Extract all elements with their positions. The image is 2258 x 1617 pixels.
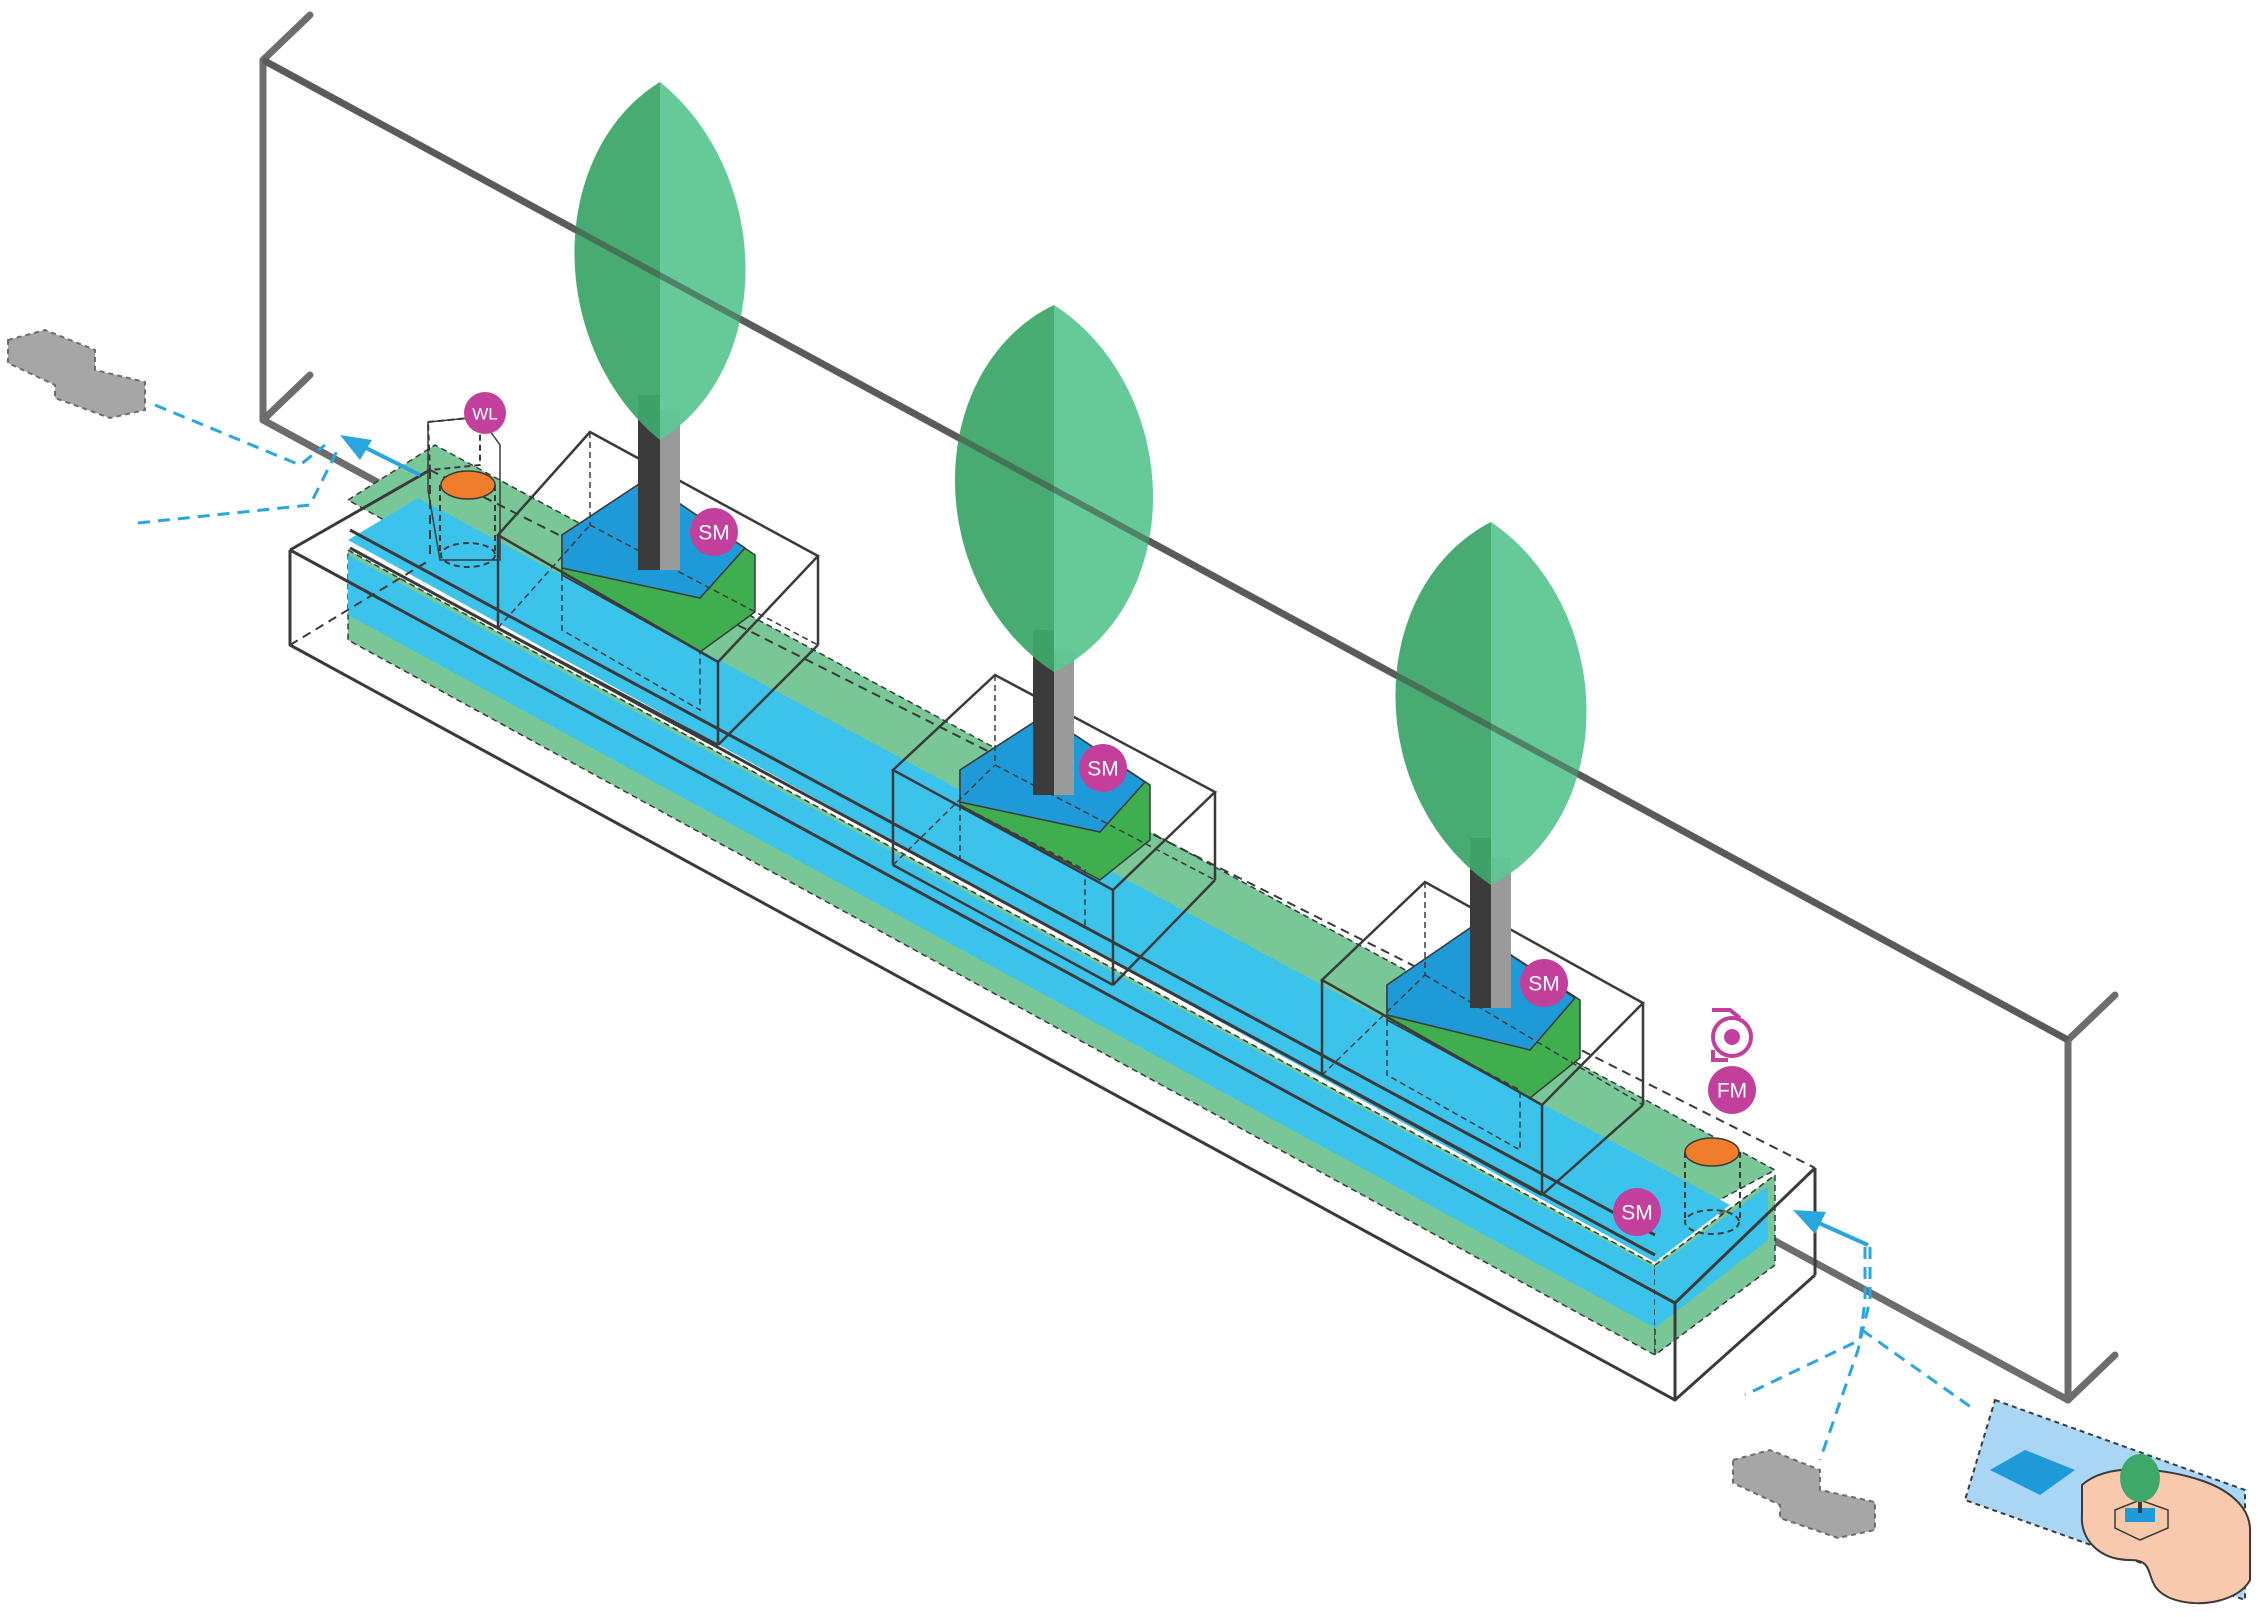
soil-moisture-label-3: SM xyxy=(1528,973,1560,996)
roof-outline-icon xyxy=(1732,1448,1876,1540)
inflow-arrow-right xyxy=(1793,1210,1869,1247)
flow-meter-icon xyxy=(1711,1008,1753,1062)
tree-2-trunk-light xyxy=(1054,650,1074,795)
frame-right-top-tick xyxy=(2064,991,2119,1044)
tree-2-canopy-light xyxy=(1054,305,1154,672)
site-plan-planter-water xyxy=(2125,1508,2155,1522)
soil-moisture-label-4: SM xyxy=(1621,1202,1653,1225)
site-plan-ground xyxy=(2080,1468,2251,1605)
tree-2-trunk-dark xyxy=(1033,630,1054,795)
tree-3-trunk-light xyxy=(1491,858,1511,1008)
inflow-right xyxy=(1744,1247,1976,1461)
tree-2-canopy-dark xyxy=(954,305,1054,672)
soil-moisture-sensor-3: SM xyxy=(1520,959,1568,1007)
soil-moisture-sensor-1: SM xyxy=(690,508,738,556)
site-plan-icon xyxy=(1963,1398,2251,1605)
tree-1-canopy-dark xyxy=(574,82,660,440)
tree-3-canopy-light xyxy=(1491,522,1587,885)
tree-2 xyxy=(954,305,1154,795)
outlet-well-cap xyxy=(1684,1137,1740,1167)
water-layer-front xyxy=(348,555,1655,1328)
site-plan-tree-canopy xyxy=(2120,1454,2160,1502)
water-level-label: WL xyxy=(472,405,498,424)
water-level-sensor: WL xyxy=(464,392,506,434)
frame-left-edge xyxy=(259,11,314,424)
soil-moisture-label-2: SM xyxy=(1087,758,1119,781)
water-layer-top xyxy=(348,498,1730,1262)
arrow-head-left xyxy=(340,435,372,460)
arrow-head-right xyxy=(1793,1210,1826,1234)
frame-top-edge-overlay xyxy=(261,57,2070,1043)
roof-outline-icon xyxy=(7,328,146,420)
flow-meter-sensor: FM xyxy=(1708,1066,1756,1114)
tree-1 xyxy=(574,82,746,570)
soil-moisture-label-1: SM xyxy=(698,522,730,545)
site-plan-pond xyxy=(1990,1450,2075,1495)
inflow-arrow-left xyxy=(340,435,421,477)
intake-well-cap xyxy=(440,470,496,500)
soil-moisture-sensor-4: SM xyxy=(1613,1188,1661,1236)
outlet-well xyxy=(1684,1137,1741,1235)
inflow-left xyxy=(137,403,342,525)
tree-1-trunk-light xyxy=(660,410,680,570)
frame-right-edge xyxy=(2064,1036,2119,1404)
tree-1-canopy-light xyxy=(660,82,746,440)
flow-meter-label: FM xyxy=(1717,1080,1747,1103)
tree-1-trunk-dark xyxy=(638,395,660,570)
soil-moisture-sensor-2: SM xyxy=(1079,744,1127,792)
